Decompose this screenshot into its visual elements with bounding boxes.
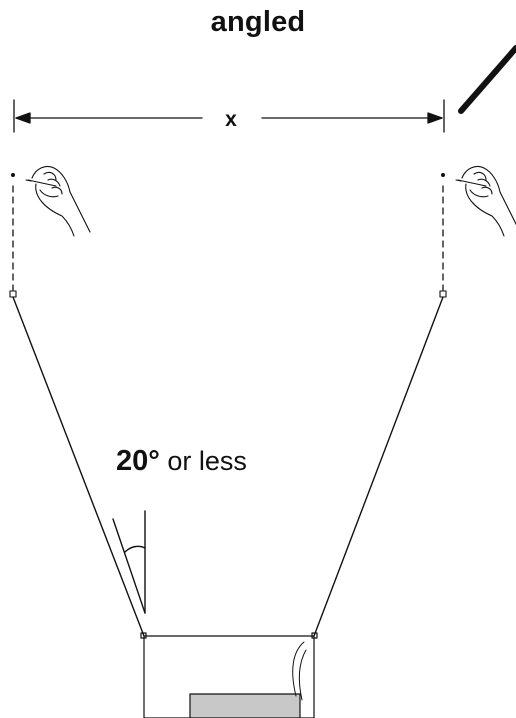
- dimension-label: x: [225, 108, 237, 131]
- paper-tray-icon: [140, 632, 318, 718]
- pencil-stroke-icon: [458, 45, 516, 114]
- left-mark-dot: [11, 173, 15, 177]
- diagram-title: angled: [210, 6, 306, 38]
- angle-suffix: or less: [167, 446, 247, 476]
- angle-value: 20°: [116, 445, 160, 477]
- left-bracket-icon: [9, 290, 17, 298]
- right-mark-dot: [441, 173, 445, 177]
- writing-hand-icon: [455, 165, 516, 237]
- right-angled-line: [313, 296, 444, 637]
- left-angled-line: [12, 296, 145, 637]
- right-bracket-icon: [439, 290, 447, 298]
- angle-label: 20° or less: [116, 445, 247, 478]
- dimension-x: [13, 99, 445, 133]
- angle-indicator: [112, 510, 146, 614]
- writing-hand-icon: [25, 165, 91, 237]
